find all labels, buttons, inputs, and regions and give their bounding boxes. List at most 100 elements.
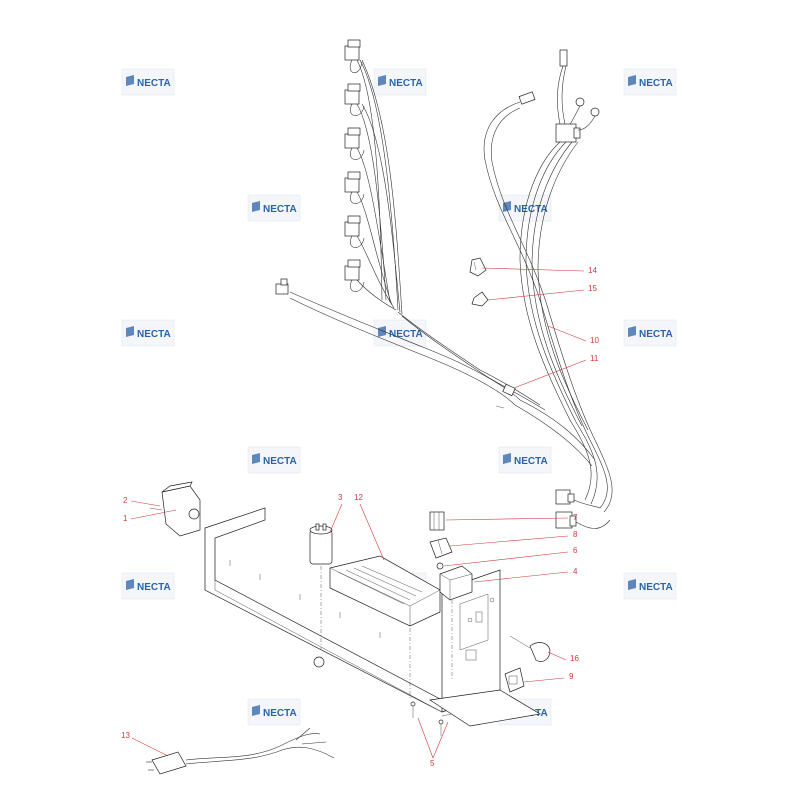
necta-watermark: NECTA xyxy=(121,319,175,347)
necta-logo-icon xyxy=(503,201,511,212)
necta-watermark: NECTA xyxy=(247,446,301,474)
callout-number: 5 xyxy=(430,759,435,768)
watermark-text: NECTA xyxy=(263,204,297,215)
callout-number: 10 xyxy=(590,336,599,345)
terminal-connector xyxy=(429,511,445,531)
probe xyxy=(509,635,551,662)
watermark-text: NECTA xyxy=(263,708,297,719)
callout-8: 8 xyxy=(449,530,578,547)
connector-block xyxy=(344,83,361,105)
necta-logo-icon xyxy=(378,75,386,86)
necta-logo-icon xyxy=(628,326,636,337)
connector-plug xyxy=(275,283,289,295)
connector-block xyxy=(344,39,361,61)
cable-clip-14 xyxy=(469,257,487,277)
nut xyxy=(436,562,444,570)
necta-watermark: NECTA xyxy=(498,194,552,222)
callout-13: 13 xyxy=(121,731,169,757)
connector-block xyxy=(344,215,361,237)
power-cord xyxy=(146,727,335,775)
watermark-text: NECTA xyxy=(389,78,423,89)
necta-logo-icon xyxy=(378,326,386,337)
leader-line xyxy=(359,503,385,561)
connector-block xyxy=(344,171,361,193)
watermark-text: NECTA xyxy=(137,78,171,89)
necta-logo-icon xyxy=(126,75,134,86)
leader-line xyxy=(131,737,169,757)
necta-watermark: NECTA xyxy=(121,572,175,600)
callout-15: 15 xyxy=(487,284,597,301)
connector-block xyxy=(344,259,361,281)
leader-line xyxy=(445,517,569,521)
necta-watermark: NECTA xyxy=(623,319,677,347)
leader-line xyxy=(473,571,569,583)
callout-number: 16 xyxy=(570,654,579,663)
callout-number: 4 xyxy=(573,567,578,576)
callout-number: 9 xyxy=(569,672,574,681)
callout-number: 1 xyxy=(123,514,128,523)
relay xyxy=(439,565,473,680)
callout-number: 13 xyxy=(121,731,130,740)
callout-number: 14 xyxy=(588,266,597,275)
power-supply xyxy=(329,555,441,700)
wiring-harness-left xyxy=(344,39,403,315)
base-frame xyxy=(204,507,541,727)
leader-line xyxy=(487,289,585,301)
watermark-text: NECTA xyxy=(514,204,548,215)
callout-14: 14 xyxy=(481,266,597,275)
callout-12: 12 xyxy=(354,493,385,561)
connector-slim xyxy=(559,49,568,67)
screws xyxy=(410,701,444,736)
watermark-text: NECTA xyxy=(639,582,673,593)
connector-block xyxy=(555,511,573,529)
terminal xyxy=(575,97,585,107)
necta-logo-icon xyxy=(628,579,636,590)
callout-number: 6 xyxy=(573,546,578,555)
leader-line xyxy=(130,500,161,507)
connector-block xyxy=(555,123,577,143)
callout-3: 3 xyxy=(329,493,343,533)
callout-9: 9 xyxy=(523,672,574,683)
necta-watermark: NECTA xyxy=(373,68,427,96)
watermark-text: NECTA xyxy=(639,78,673,89)
callout-number: 2 xyxy=(123,496,128,505)
necta-watermark: NECTA xyxy=(247,698,301,726)
leader-line xyxy=(417,717,449,759)
callout-5: 5 xyxy=(417,717,449,768)
watermark-text: NECTA xyxy=(263,456,297,467)
callout-7: 7 xyxy=(445,513,578,522)
necta-logo-icon xyxy=(126,579,134,590)
terminal xyxy=(590,107,600,117)
necta-watermark: NECTA xyxy=(623,68,677,96)
callout-4: 4 xyxy=(473,567,578,583)
callout-number: 3 xyxy=(338,493,343,502)
watermark-text: NECTA xyxy=(389,329,423,340)
leader-line xyxy=(130,509,177,520)
necta-logo-icon xyxy=(252,201,260,212)
mounting-bracket xyxy=(429,537,453,559)
wiring-harness-10 xyxy=(469,49,613,529)
necta-logo-icon xyxy=(252,453,260,464)
callout-number: 7 xyxy=(573,513,578,522)
callout-number: 15 xyxy=(588,284,597,293)
necta-logo-icon xyxy=(628,75,636,86)
watermark-text: NECTA xyxy=(137,582,171,593)
connector-block xyxy=(344,127,361,149)
necta-logo-icon xyxy=(503,453,511,464)
leader-line xyxy=(523,677,565,683)
callout-2: 2 xyxy=(123,496,161,507)
callout-16: 16 xyxy=(547,651,579,663)
necta-watermark: NECTA xyxy=(623,572,677,600)
leader-line xyxy=(329,503,343,533)
rocker-switch xyxy=(504,667,525,693)
leader-line xyxy=(513,359,587,389)
wiring-harness-11 xyxy=(275,278,596,467)
necta-watermark: NECTA xyxy=(498,446,552,474)
callout-6: 6 xyxy=(443,546,578,567)
leader-line xyxy=(443,551,569,567)
main-switch xyxy=(149,481,201,537)
watermark-text: NECTA xyxy=(639,329,673,340)
